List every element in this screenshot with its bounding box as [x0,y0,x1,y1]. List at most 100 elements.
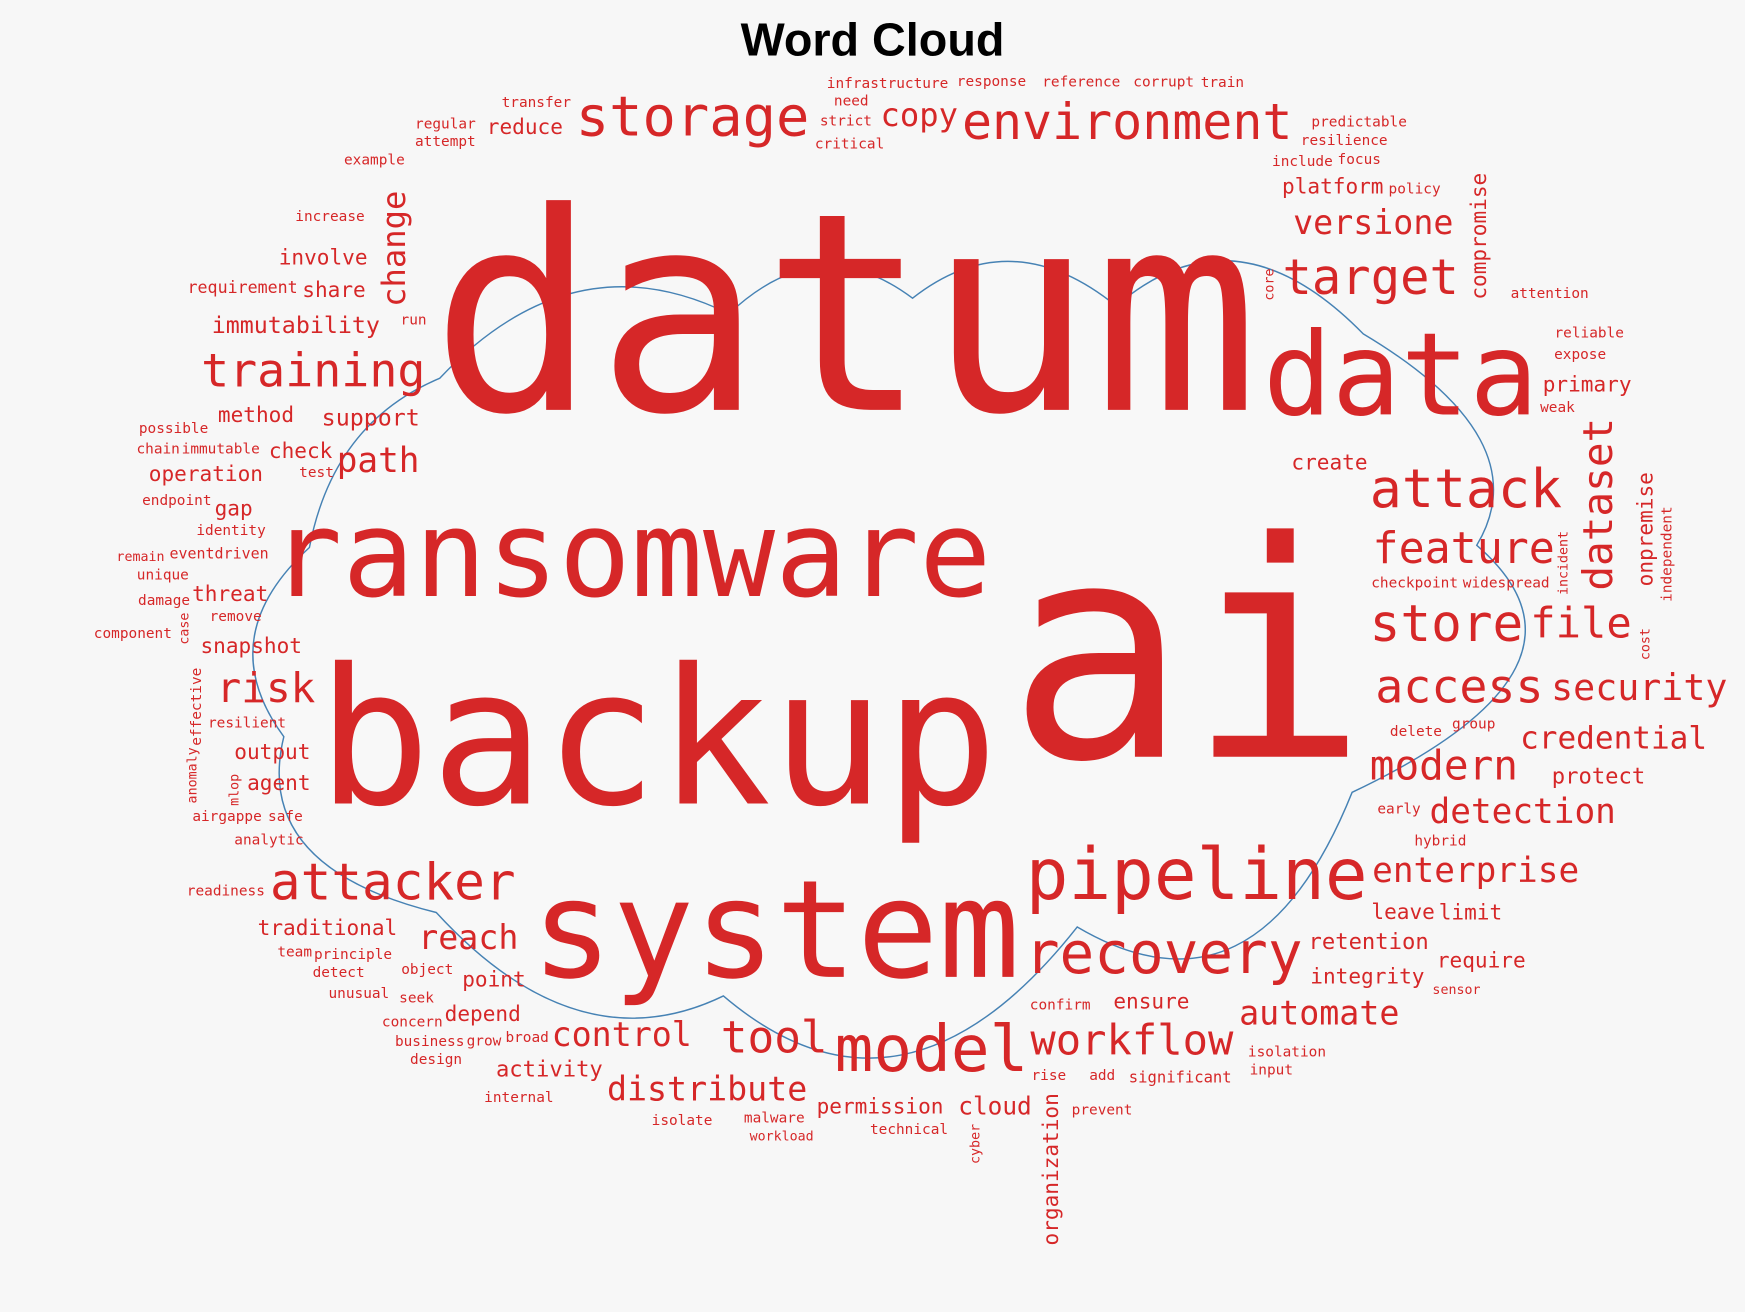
word-train: train [1201,75,1244,91]
word-protect: protect [1552,763,1645,789]
word-confirm: confirm [1030,998,1091,1014]
word-immutability: immutability [212,311,380,339]
word-input: input [1250,1063,1293,1079]
word-backup: backup [317,627,998,848]
word-store: store [1370,594,1524,654]
word-leave: leave [1371,899,1434,924]
word-cloud: cloud [958,1091,1031,1120]
word-reliable: reliable [1554,325,1623,341]
word-reference: reference [1042,74,1120,90]
word-unusual: unusual [328,986,389,1002]
word-transfer: transfer [502,95,572,111]
word-core: core [1262,269,1277,301]
word-early: early [1377,802,1421,818]
word-airgappe: airgappe [192,809,261,825]
word-attempt: attempt [415,134,476,150]
word-system: system [531,852,1020,1010]
word-case: case [177,613,192,645]
word-integrity: integrity [1310,964,1424,989]
word-strict: strict [820,114,872,130]
word-automate: automate [1239,993,1399,1032]
word-platform: platform [1282,174,1383,199]
word-widespread: widespread [1463,576,1550,592]
word-requirement: requirement [188,278,298,297]
word-risk: risk [217,664,316,712]
word-create: create [1291,450,1367,475]
word-storage: storage [576,85,810,150]
word-versione: versione [1293,203,1453,242]
word-support: support [322,403,420,431]
word-infrastructure: infrastructure [827,76,949,92]
word-immutable: immutable [182,442,260,458]
word-security: security [1551,666,1727,709]
word-policy: policy [1389,181,1441,197]
word-run: run [401,312,427,328]
word-credential: credential [1520,720,1707,756]
word-malware: malware [744,1111,805,1127]
word-design: design [410,1052,462,1068]
word-hybrid: hybrid [1414,833,1466,849]
word-attention: attention [1511,286,1589,302]
word-group: group [1452,717,1495,733]
word-cyber: cyber [969,1124,984,1164]
word-model: model [835,1012,1029,1087]
word-check: check [269,438,333,463]
word-test: test [299,465,334,481]
word-grow: grow [467,1033,502,1049]
word-remove: remove [210,609,262,625]
word-response: response [957,74,1026,90]
word-workflow: workflow [1030,1016,1234,1065]
word-permission: permission [817,1094,944,1119]
word-checkpoint: checkpoint [1371,576,1458,592]
word-organization: organization [1038,1093,1063,1245]
word-recovery: recovery [1025,919,1303,987]
word-safe: safe [268,809,303,825]
word-weak: weak [1540,400,1575,416]
word-cost: cost [1639,628,1654,660]
word-focus: focus [1338,152,1381,168]
word-change: change [375,191,413,307]
word-point: point [462,966,525,991]
word-involve: involve [279,245,368,270]
word-data: data [1263,309,1538,442]
word-incident: incident [1557,531,1572,595]
word-layer: datumaibackupransomwaresystemdatapipelin… [94,74,1728,1245]
word-onpremise: onpremise [1633,472,1658,586]
word-isolation: isolation [1248,1044,1326,1060]
word-corrupt: corrupt [1133,74,1194,90]
chart-title: Word Cloud [741,14,1005,66]
word-object: object [401,962,453,978]
word-attacker: attacker [270,852,516,912]
word-resilience: resilience [1301,133,1388,149]
word-isolate: isolate [652,1113,713,1129]
word-distribute: distribute [607,1070,807,1109]
word-workload: workload [750,1129,814,1144]
word-depend: depend [445,1001,521,1026]
word-prevent: prevent [1072,1103,1133,1119]
word-principle: principle [314,947,392,963]
word-eventdriven: eventdriven [170,544,269,562]
word-add: add [1089,1068,1115,1084]
word-component: component [94,626,172,642]
word-method: method [218,402,294,427]
word-readiness: readiness [187,883,265,899]
word-business: business [395,1034,464,1050]
word-compromise: compromise [1466,173,1491,300]
word-agent: agent [247,770,310,795]
word-reach: reach [418,918,518,957]
word-internal: internal [484,1090,553,1106]
word-chain: chain [136,442,179,458]
word-snapshot: snapshot [201,633,302,658]
word-copy: copy [881,96,958,134]
word-need: need [834,94,869,110]
word-sensor: sensor [1432,983,1480,998]
word-feature: feature [1373,524,1555,574]
word-gap: gap [215,496,253,521]
word-regular: regular [415,116,476,132]
word-delete: delete [1390,724,1442,740]
word-independent: independent [1660,506,1676,601]
word-threat: threat [192,581,268,606]
word-endpoint: endpoint [142,493,211,509]
word-access: access [1375,660,1543,714]
